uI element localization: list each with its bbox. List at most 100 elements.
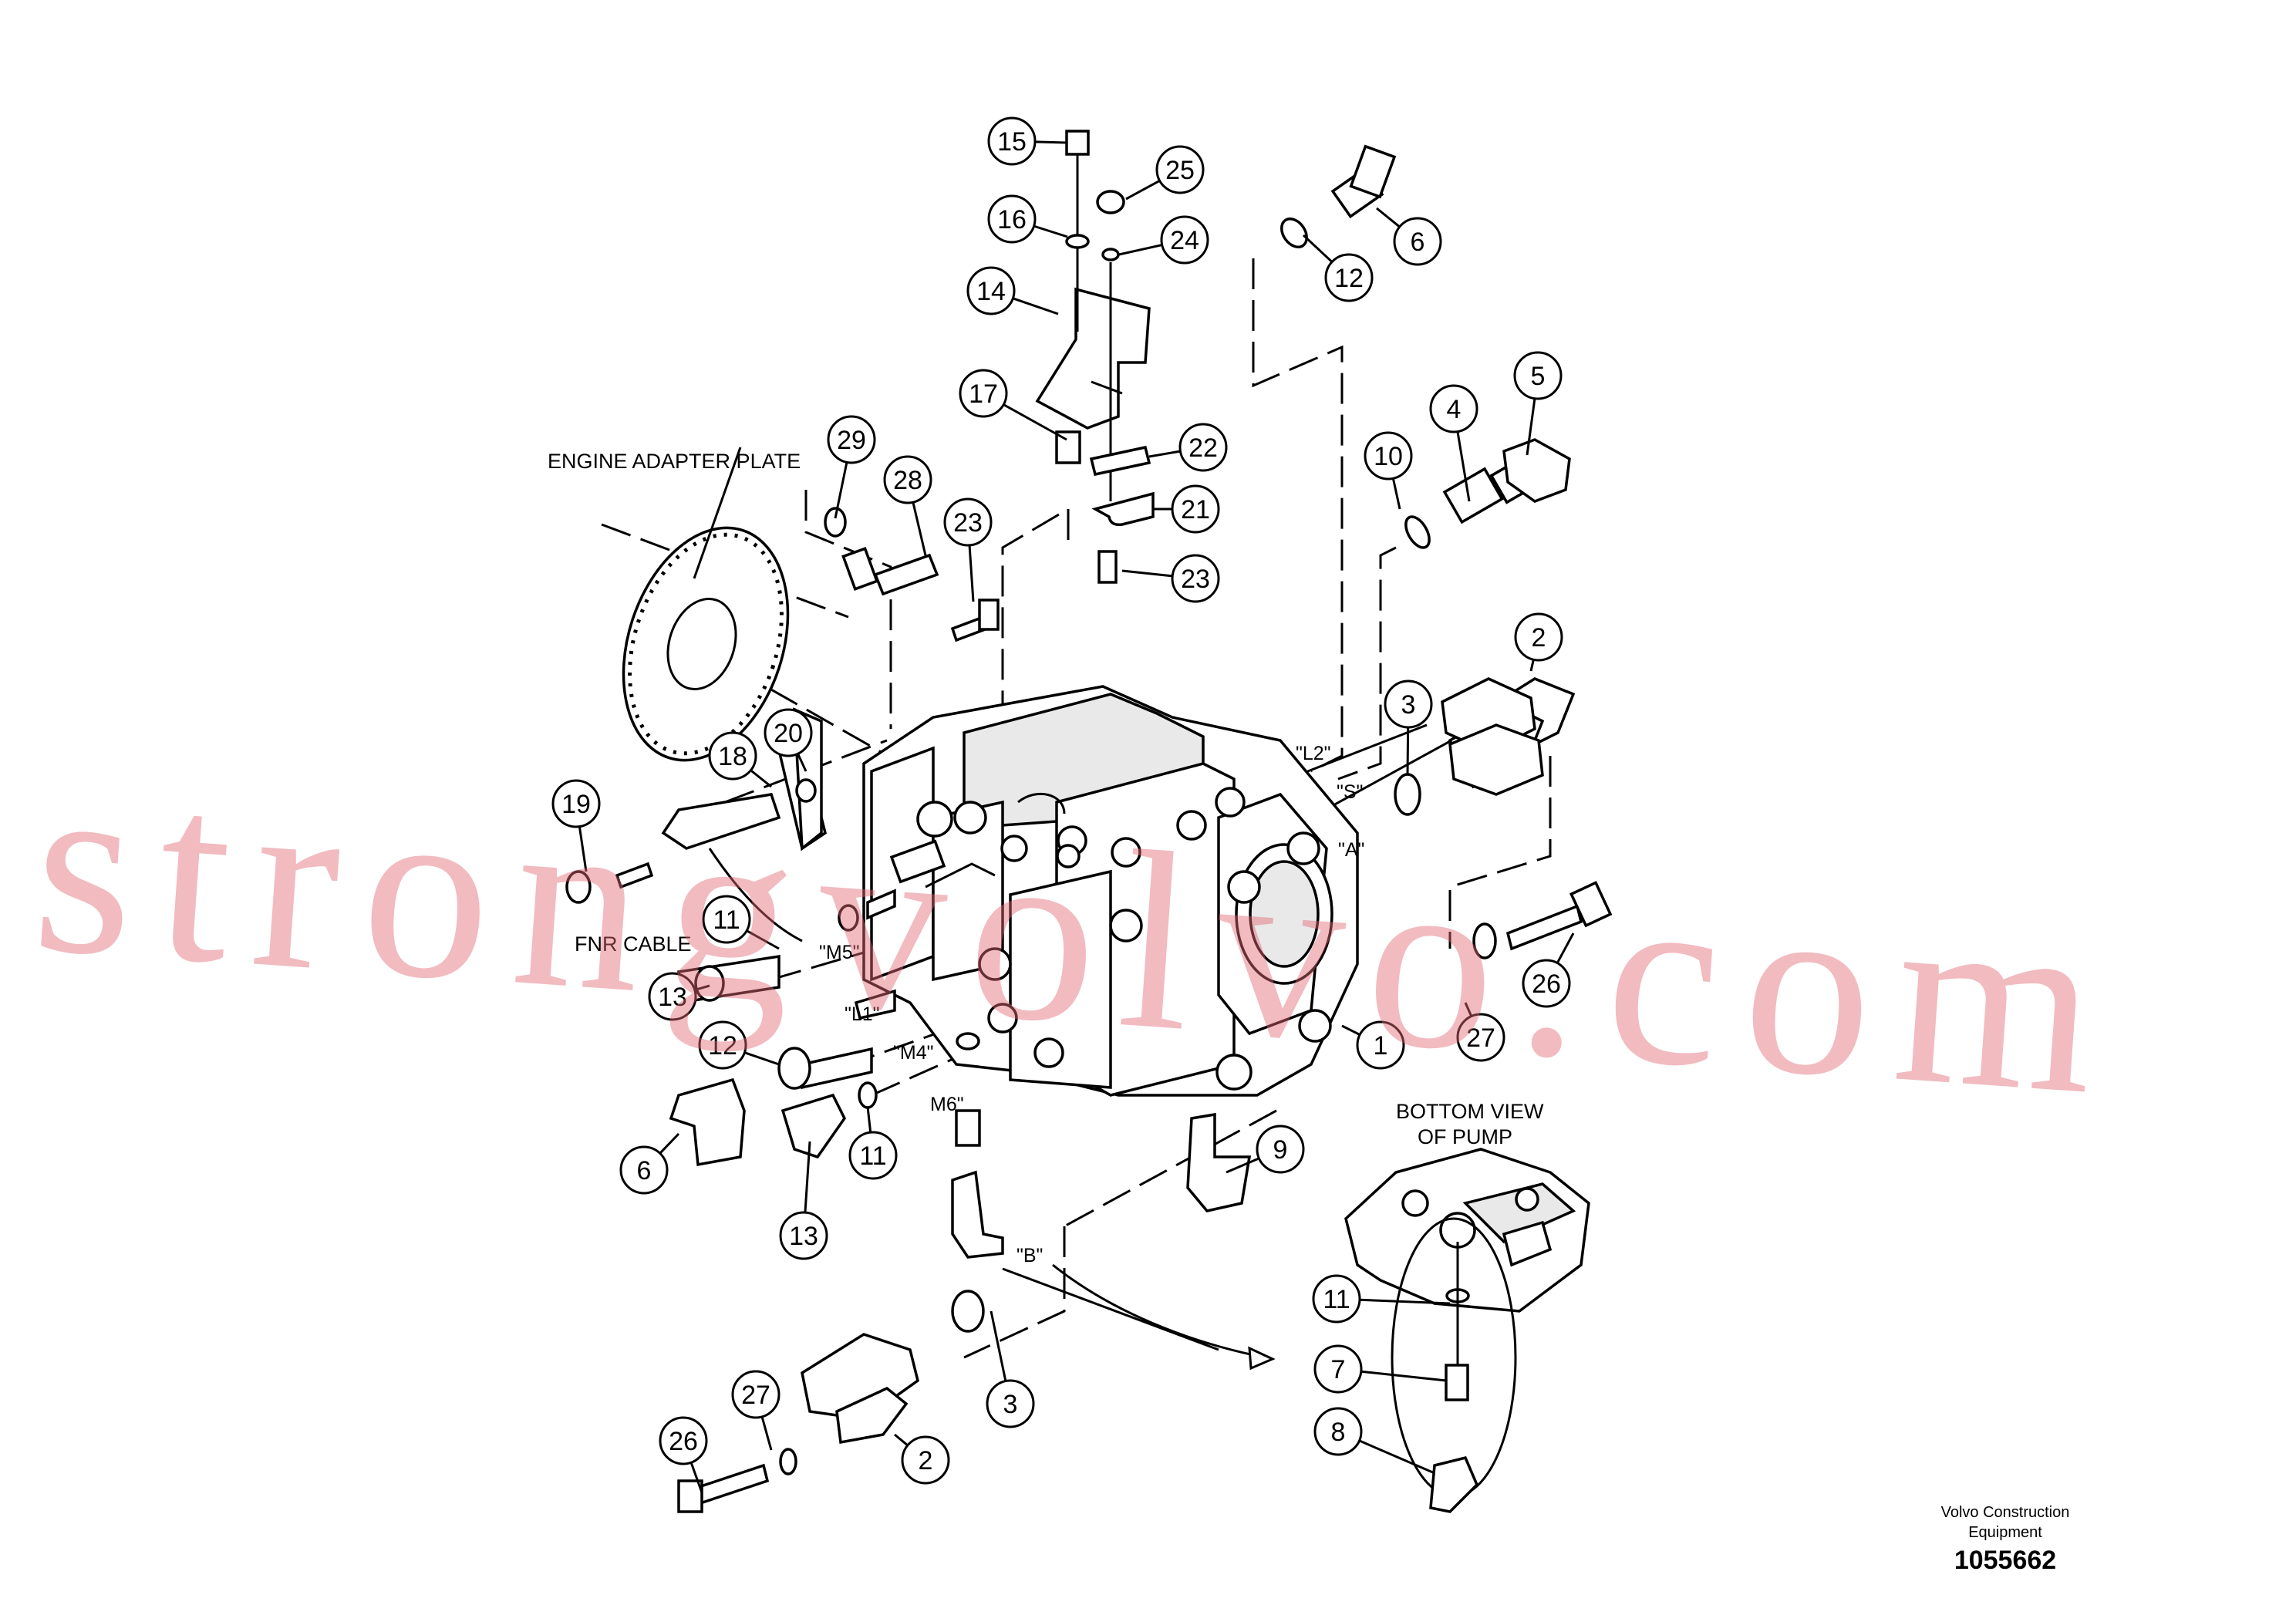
callout-circle	[883, 455, 932, 504]
callout-circle	[966, 266, 1016, 315]
port-b: "B"	[1017, 1245, 1043, 1266]
callout-number: 3	[1401, 690, 1416, 720]
callout-leader	[1012, 297, 1059, 315]
callout-circle	[1356, 1020, 1405, 1070]
port-l1: "L1"	[845, 1003, 880, 1025]
callout-number: 13	[789, 1222, 818, 1251]
callout-circle	[959, 369, 1008, 418]
callout-21: 21	[1153, 484, 1220, 534]
callout-circle	[731, 1370, 781, 1419]
callout-number: 11	[1323, 1285, 1350, 1314]
callout-leader	[1341, 1024, 1360, 1036]
callout-number: 23	[1181, 565, 1210, 594]
callout-6: 6	[619, 1132, 680, 1195]
callout-26: 26	[1522, 932, 1575, 1008]
callout-leader	[1358, 1439, 1435, 1475]
callout-number: 1	[1374, 1031, 1388, 1061]
callout-29: 29	[827, 415, 876, 519]
callout-leader	[834, 462, 848, 519]
callout-number: 12	[708, 1031, 737, 1061]
callout-7: 7	[1313, 1344, 1447, 1394]
callout-circle	[1178, 423, 1228, 472]
fittings-left	[565, 507, 1000, 1167]
callout-circle	[848, 1131, 898, 1180]
callout-9: 9	[1226, 1125, 1305, 1174]
callout-number: 26	[1532, 969, 1561, 999]
callout-circle	[698, 1020, 747, 1070]
callout-number: 4	[1447, 395, 1462, 424]
callout-number: 8	[1331, 1418, 1346, 1447]
label-fnr-cable: FNR CABLE	[575, 932, 692, 956]
callout-19: 19	[551, 779, 601, 872]
callout-18: 18	[708, 731, 772, 788]
callout-circle	[1171, 484, 1220, 534]
callout-circle	[1514, 612, 1563, 662]
port-m6: M6"	[930, 1094, 964, 1115]
port-a: "A"	[1338, 839, 1364, 861]
callout-leader	[1391, 477, 1401, 510]
callout-circle	[1384, 679, 1433, 729]
callout-number: 26	[669, 1427, 698, 1456]
callout-number: 15	[997, 127, 1027, 157]
callout-circle	[1312, 1274, 1361, 1324]
callout-12: 12	[698, 1020, 780, 1070]
callout-circle	[1171, 554, 1220, 603]
callout-number: 6	[637, 1156, 652, 1185]
callout-2: 2	[894, 1433, 950, 1485]
callout-circle	[764, 708, 813, 757]
pump-body	[862, 685, 1359, 1097]
callout-16: 16	[987, 194, 1068, 244]
callout-circle	[1393, 217, 1442, 266]
callout-number: 2	[1532, 623, 1546, 653]
callout-11: 11	[702, 895, 780, 950]
fittings-lower	[677, 1032, 1252, 1513]
callout-number: 2	[919, 1446, 933, 1475]
callout-number: 21	[1181, 495, 1210, 524]
callout-leader	[968, 545, 975, 602]
callout-circle	[708, 731, 757, 781]
label-bottom-view-line1: BOTTOM VIEW	[1396, 1100, 1544, 1123]
port-s: "S"	[1337, 781, 1363, 803]
callout-circle	[1155, 145, 1205, 194]
callout-leader	[694, 984, 710, 992]
callout-25: 25	[1125, 145, 1205, 201]
callout-circle	[1364, 431, 1413, 481]
callout-number: 27	[1466, 1023, 1495, 1053]
callout-circle	[702, 895, 751, 944]
callout-circle	[827, 415, 876, 464]
callout-leader	[1529, 659, 1535, 672]
callout-5: 5	[1513, 351, 1563, 456]
brand-block: Volvo Construction Equipment	[1882, 1502, 2129, 1543]
callout-11: 11	[848, 1106, 898, 1180]
callout-11: 11	[1312, 1274, 1451, 1324]
callout-leader	[1376, 207, 1401, 228]
callout-leader	[1464, 1002, 1473, 1017]
callout-leader	[1226, 1157, 1260, 1174]
callout-number: 22	[1188, 433, 1218, 463]
callout-circle	[779, 1211, 828, 1260]
callout-13: 13	[648, 972, 710, 1021]
callout-number: 27	[741, 1381, 770, 1410]
callout-27: 27	[731, 1370, 781, 1451]
callout-3: 3	[1384, 679, 1433, 776]
callout-leader	[1526, 398, 1536, 456]
callout-leader	[750, 769, 772, 788]
callout-leader	[866, 1106, 872, 1133]
callout-23: 23	[943, 497, 993, 602]
callout-number: 13	[658, 983, 687, 1012]
callout-number: 16	[997, 205, 1027, 234]
callout-number: 23	[953, 508, 983, 538]
callout-17: 17	[959, 369, 1067, 441]
callout-15: 15	[987, 116, 1067, 166]
callout-1: 1	[1341, 1020, 1405, 1070]
callout-leader	[659, 1132, 680, 1155]
callout-circle	[551, 779, 601, 828]
callout-number: 3	[1003, 1390, 1018, 1419]
callout-8: 8	[1313, 1407, 1435, 1475]
callout-circle	[1160, 215, 1209, 265]
callout-number: 29	[837, 426, 866, 455]
callout-circle	[1313, 1407, 1363, 1456]
callout-26: 26	[659, 1416, 708, 1493]
callout-leader	[1033, 224, 1068, 238]
callout-number: 12	[1334, 264, 1364, 293]
